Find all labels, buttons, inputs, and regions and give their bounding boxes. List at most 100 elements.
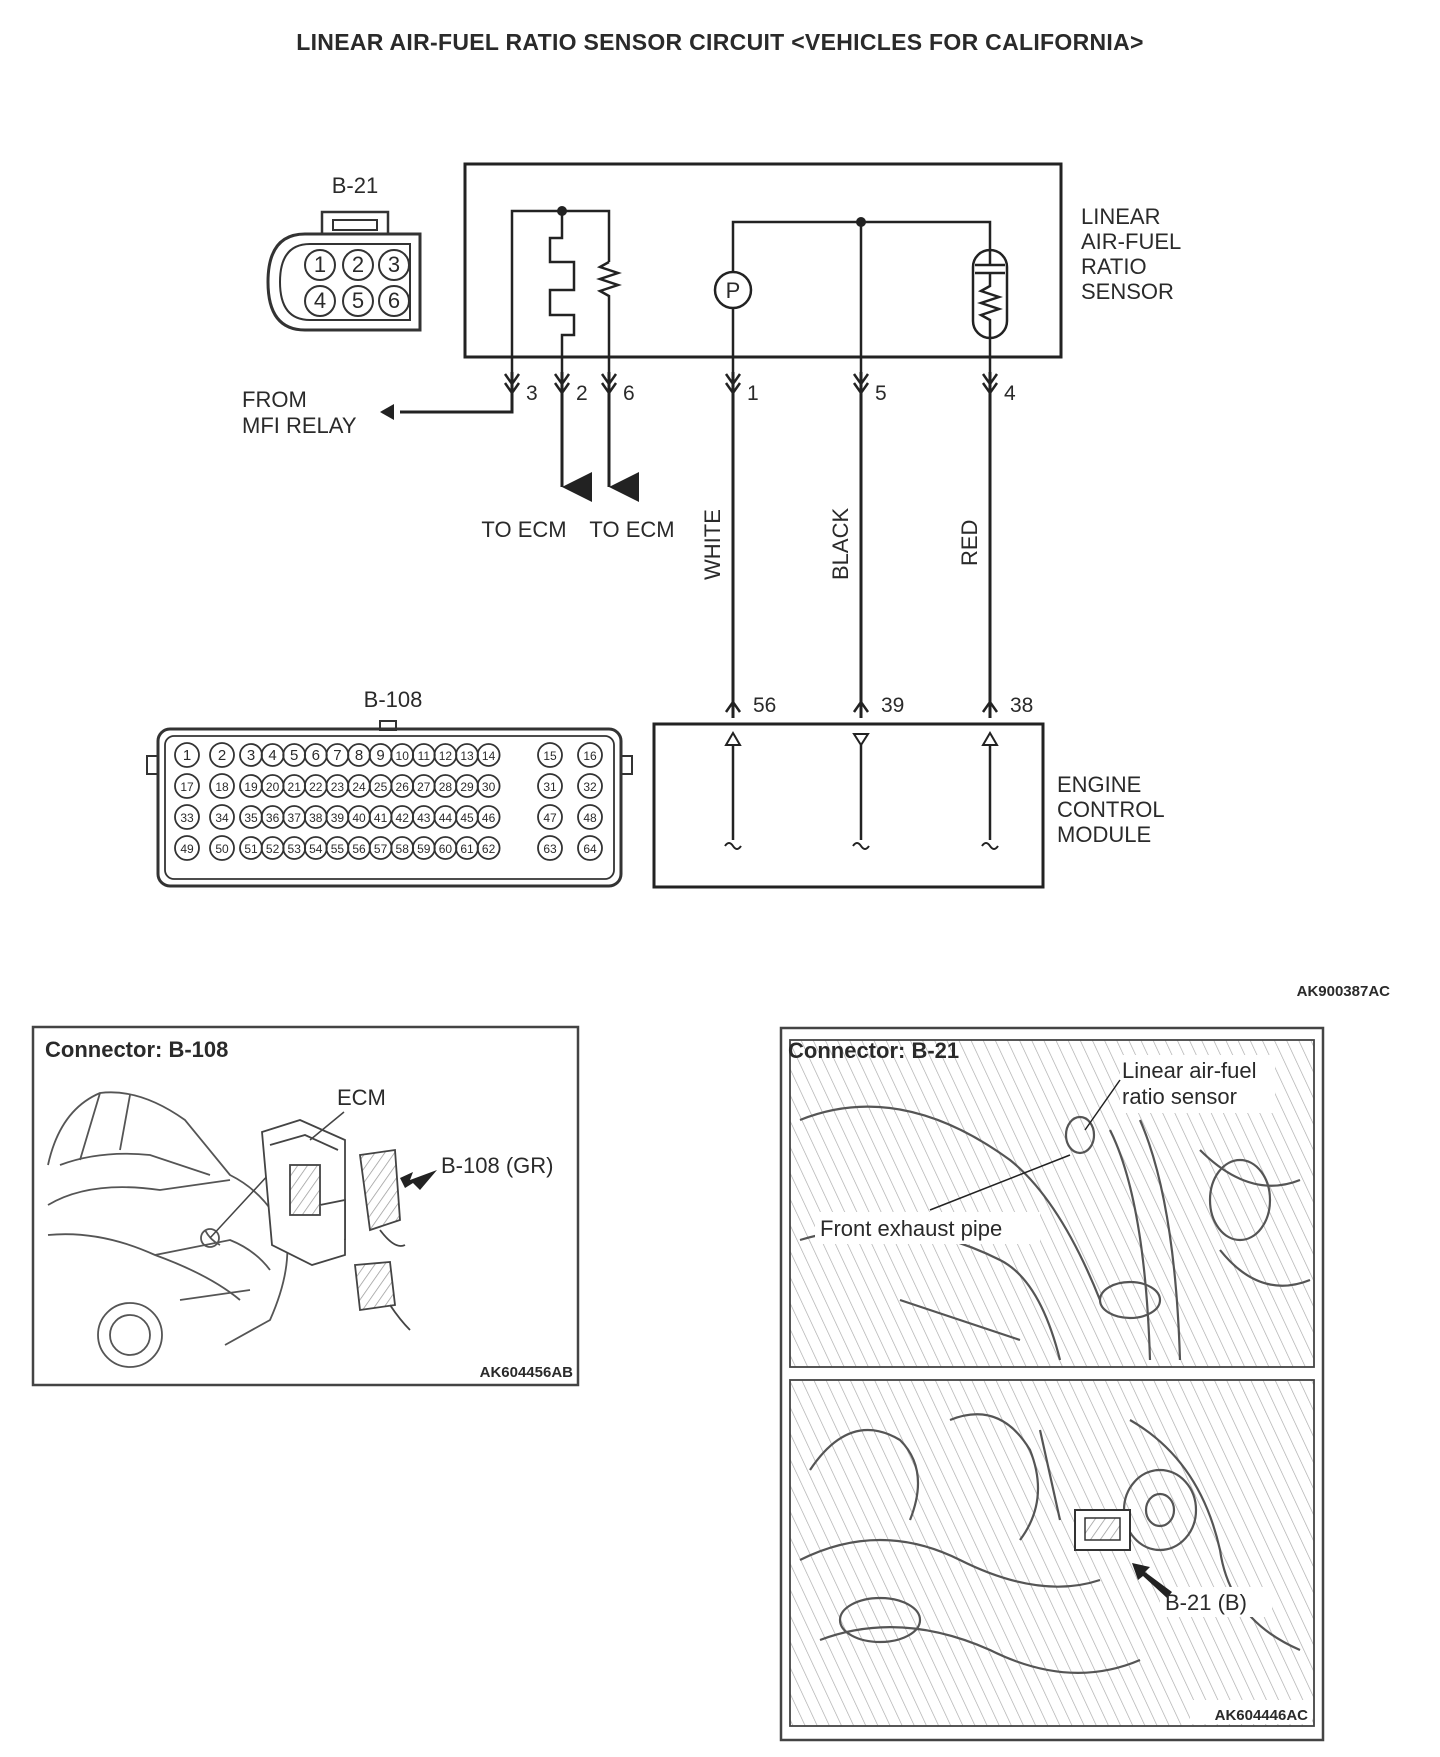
b21-pin — [342, 285, 374, 317]
b108-pin-number: 5 — [290, 747, 298, 764]
b108-pin-number: 25 — [374, 780, 388, 794]
sensor-pin-marker — [852, 373, 870, 396]
sensor-label-line-4: SENSOR — [1081, 279, 1174, 304]
sensor-element-icon — [971, 248, 1009, 372]
b108-pin-number: 45 — [460, 811, 474, 825]
ecm-pin-marker — [724, 699, 742, 713]
b108-pin-number: 42 — [396, 811, 410, 825]
b108-pin-number: 56 — [352, 842, 366, 856]
b108-pin-number: 53 — [288, 842, 302, 856]
photo-b21-pipe-label: Front exhaust pipe — [820, 1216, 1002, 1241]
photo-b108-title: Connector: B-108 — [45, 1037, 228, 1062]
ecm-pin-marker — [981, 699, 999, 713]
b108-pin-number: 36 — [266, 811, 280, 825]
car-illustration — [47, 1091, 289, 1368]
photo-b21-sensor-label-1: Linear air-fuel — [1122, 1058, 1257, 1083]
b108-pin-number: 12 — [439, 749, 453, 763]
b108-pin — [577, 742, 603, 768]
b21-pin-number: 6 — [388, 288, 400, 313]
b21-pin-number: 5 — [352, 288, 364, 313]
b108-pin-number: 50 — [215, 842, 229, 856]
b108-pin-number: 61 — [460, 842, 474, 856]
b21-pin-number: 2 — [352, 252, 364, 277]
b108-pin-number: 60 — [439, 842, 453, 856]
b108-pin-number: 4 — [268, 747, 276, 764]
ecm-ground-tilde — [852, 842, 870, 850]
sensor-pin-marker — [981, 373, 999, 396]
b21-pin — [304, 249, 336, 281]
b108-pin-number: 2 — [218, 747, 226, 764]
b108-pin-number: 44 — [439, 811, 453, 825]
b108-pin — [577, 773, 603, 799]
b108-pin-number: 54 — [309, 842, 323, 856]
photo-panel-b108: Connector: B-108 ECM — [31, 1025, 580, 1387]
ecm-label-line-1: ENGINE — [1057, 772, 1141, 797]
arrow-icon — [400, 1170, 437, 1190]
b21-pin — [378, 249, 410, 281]
to-ecm-label-1: TO ECM — [481, 517, 566, 542]
b108-pin — [174, 835, 200, 861]
b108-pin — [209, 835, 235, 861]
b21-pin-number: 4 — [314, 288, 326, 313]
diagram-code: AK900387AC — [1297, 983, 1391, 1000]
b108-pin-number: 64 — [583, 842, 597, 856]
b108-pin — [476, 774, 501, 798]
photo-b108-connector-label: B-108 (GR) — [441, 1153, 553, 1178]
pump-cell-icon — [713, 270, 753, 310]
b108-pin — [577, 804, 603, 830]
ecm-illustration — [261, 1119, 411, 1331]
b108-pin-number: 59 — [417, 842, 431, 856]
b108-pin-number: 48 — [583, 811, 597, 825]
ecm-pin-number: 56 — [753, 694, 776, 717]
b21-pin-number: 1 — [314, 252, 326, 277]
photo-b21-connector-label: B-21 (B) — [1165, 1590, 1247, 1615]
b108-pin-number: 40 — [352, 811, 366, 825]
b108-pin — [476, 743, 501, 767]
b108-pin-number: 27 — [417, 780, 431, 794]
b108-pin-number: 9 — [376, 747, 384, 764]
b108-pin-number: 30 — [482, 780, 496, 794]
b108-pin — [537, 773, 563, 799]
b108-pin-number: 29 — [460, 780, 474, 794]
ecm-input-arrow — [852, 733, 870, 747]
b108-pin-number: 6 — [312, 747, 320, 764]
sensor-pin-marker — [600, 373, 618, 396]
b108-pin-number: 18 — [215, 780, 229, 794]
b108-pin — [174, 742, 200, 768]
b108-pin-number: 22 — [309, 780, 323, 794]
b108-pin — [537, 742, 563, 768]
ecm-pin-number: 38 — [1010, 694, 1033, 717]
b108-pin-number: 39 — [331, 811, 345, 825]
photo-panel-b21: Connector: B-21 Linear air-fuel ratio se… — [779, 1026, 1325, 1742]
b108-pin-number: 41 — [374, 811, 388, 825]
b21-pin — [342, 249, 374, 281]
ecm-pin-marker — [852, 699, 870, 713]
b108-pin-number: 43 — [417, 811, 431, 825]
b108-pin-number: 10 — [396, 749, 410, 763]
b108-pin-number: 7 — [333, 747, 341, 764]
b21-pin — [378, 285, 410, 317]
b108-pin-number: 19 — [244, 780, 258, 794]
b108-pin — [537, 804, 563, 830]
b108-pin-number: 34 — [215, 811, 229, 825]
b108-pin-number: 35 — [244, 811, 258, 825]
b108-pin-number: 8 — [355, 747, 363, 764]
b108-pin-number: 47 — [543, 811, 557, 825]
b108-pin — [577, 835, 603, 861]
b108-pin-number: 58 — [396, 842, 410, 856]
to-ecm-label-2: TO ECM — [589, 517, 674, 542]
b108-pin-number: 23 — [331, 780, 345, 794]
sensor-pin-number: 2 — [576, 382, 588, 405]
photo-b108-code: AK604456AB — [480, 1364, 574, 1381]
b108-pin-number: 57 — [374, 842, 388, 856]
sensor-pin-marker — [503, 373, 521, 396]
b108-pin-number: 51 — [244, 842, 258, 856]
resistor-icon — [596, 260, 622, 372]
b108-pin-number: 32 — [583, 780, 597, 794]
sensor-label-line-3: RATIO — [1081, 254, 1147, 279]
b108-pin-number: 17 — [180, 780, 194, 794]
b108-pin-number: 37 — [288, 811, 302, 825]
b108-pin-number: 26 — [396, 780, 410, 794]
